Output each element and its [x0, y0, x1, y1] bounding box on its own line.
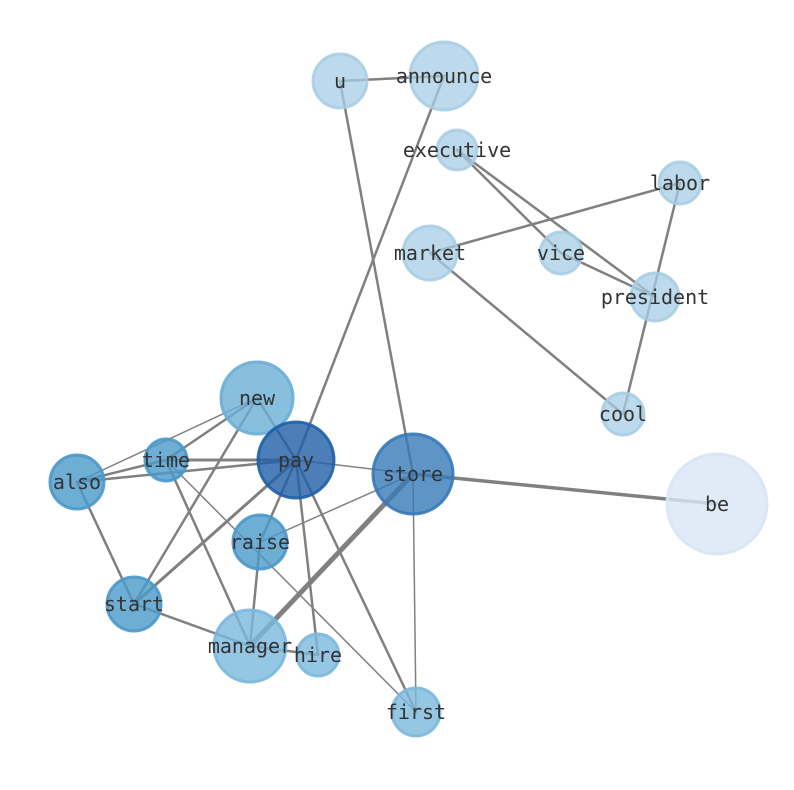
node-label-u: u — [334, 69, 346, 93]
node-label-store: store — [383, 462, 443, 486]
node-label-start: start — [104, 592, 164, 616]
edge-time-first — [165, 459, 417, 713]
node-label-executive: executive — [403, 138, 511, 162]
edge-market-cool — [428, 251, 625, 416]
node-vice[interactable] — [538, 230, 584, 276]
node-be[interactable] — [665, 452, 769, 556]
node-labor[interactable] — [657, 160, 703, 206]
edge-pay-first — [294, 458, 418, 714]
node-store[interactable] — [371, 432, 455, 516]
node-label-time: time — [142, 448, 190, 472]
node-label-vice: vice — [537, 241, 585, 265]
node-label-new: new — [239, 386, 276, 410]
node-label-market: market — [394, 241, 466, 265]
node-new[interactable] — [219, 360, 295, 436]
edge-executive-president — [455, 148, 657, 299]
node-label-manager: manager — [208, 634, 292, 658]
node-hire[interactable] — [295, 632, 341, 678]
node-label-cool: cool — [599, 402, 647, 426]
node-label-hire: hire — [294, 643, 342, 667]
node-cool[interactable] — [600, 391, 646, 437]
edge-new-start — [132, 396, 259, 606]
node-label-president: president — [601, 285, 709, 309]
node-start[interactable] — [105, 575, 163, 633]
edge-announce-pay — [294, 74, 446, 462]
node-raise[interactable] — [231, 513, 289, 571]
node-pay[interactable] — [256, 420, 336, 500]
node-label-be: be — [705, 492, 729, 516]
node-announce[interactable] — [408, 40, 480, 112]
node-president[interactable] — [629, 271, 681, 323]
node-label-raise: raise — [230, 530, 290, 554]
edge-labor-market — [428, 181, 682, 255]
node-label-labor: labor — [650, 171, 710, 195]
node-label-announce: announce — [396, 64, 492, 88]
node-time[interactable] — [143, 437, 189, 483]
labels-layer: u announce executive labor market vice preside… — [53, 64, 729, 724]
node-executive[interactable] — [435, 128, 479, 172]
node-u[interactable] — [311, 52, 369, 110]
node-label-first: first — [386, 700, 446, 724]
node-also[interactable] — [48, 453, 106, 511]
node-label-also: also — [53, 470, 101, 494]
node-manager[interactable] — [212, 608, 288, 684]
nodes-layer — [48, 40, 769, 738]
edge-u-store — [338, 79, 415, 476]
edge-executive-vice — [455, 148, 563, 255]
node-first[interactable] — [390, 686, 442, 738]
node-label-pay: pay — [278, 448, 314, 472]
node-market[interactable] — [401, 224, 459, 282]
